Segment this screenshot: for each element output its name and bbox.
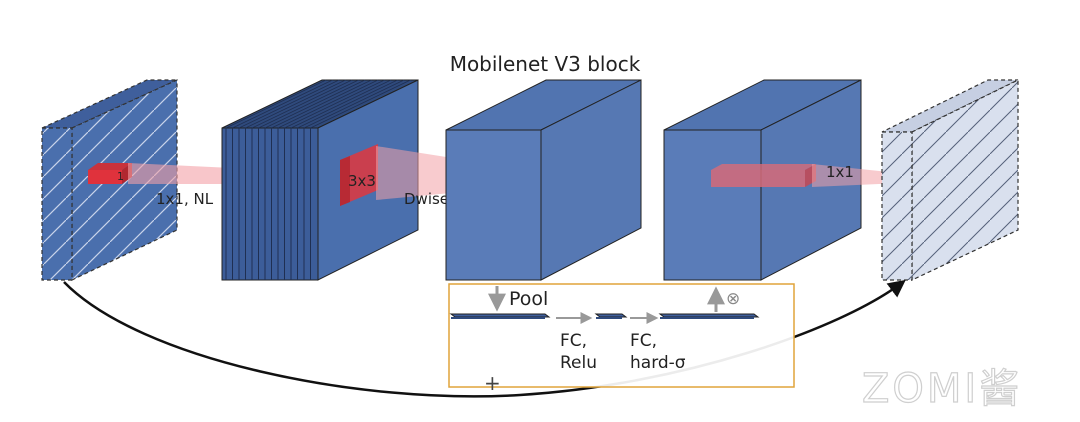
project-kernel-highlight (711, 164, 816, 187)
residual-connection-arrow (63, 279, 906, 398)
se-pooled-vector (449, 313, 551, 318)
se-multiply-symbol: ⊗ (726, 289, 740, 309)
se-fc1-label-line2: Relu (560, 353, 597, 373)
se-fc2-label-line1: FC, (630, 331, 657, 351)
se-fc1-vector (594, 313, 628, 318)
add-symbol: + (484, 371, 501, 395)
depthwise-output-tensor (445, 79, 642, 281)
se-module: Pool ⊗ FC, Relu FC, hard-σ + (448, 283, 795, 395)
channel-slices (225, 79, 411, 280)
se-pool-label: Pool (509, 288, 548, 310)
se-fc1-label-line1: FC, (560, 331, 587, 351)
project-kernel-label: 1x1 (826, 163, 854, 181)
expand-kernel-highlight: 1 (88, 163, 132, 184)
output-tensor (881, 79, 1019, 281)
diagram-title: Mobilenet V3 block (450, 52, 641, 76)
expand-kernel-label: 1 (117, 170, 124, 183)
dwise-kernel-label: 3x3 (348, 172, 376, 190)
se-scaled-tensor (663, 79, 862, 281)
watermark: ZOMI酱 (862, 366, 1022, 412)
se-fc2-label-line2: hard-σ (630, 353, 686, 373)
se-fc2-vector (658, 313, 760, 318)
expand-projection-cone (128, 163, 232, 184)
expand-op-label: 1x1, NL (156, 190, 214, 208)
se-module-border (448, 283, 795, 388)
dwise-kernel-highlight (340, 144, 378, 206)
